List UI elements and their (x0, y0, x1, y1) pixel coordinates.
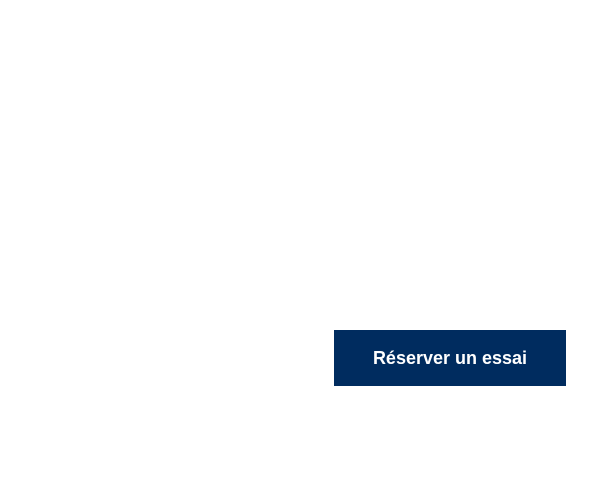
book-test-drive-button[interactable]: Réserver un essai (334, 330, 566, 386)
